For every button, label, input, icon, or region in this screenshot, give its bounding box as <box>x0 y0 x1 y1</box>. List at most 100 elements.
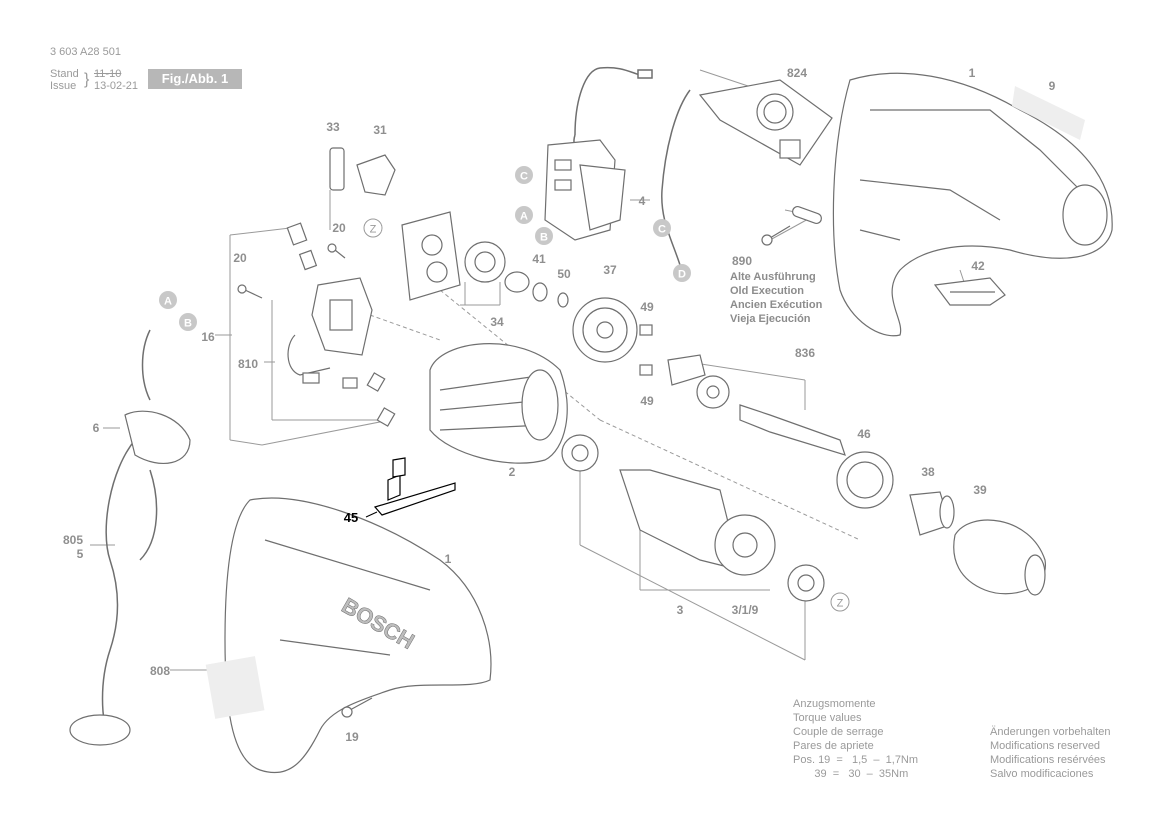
old-execution-line: Old Execution <box>730 285 804 297</box>
svg-text:Z: Z <box>370 224 377 236</box>
marker-c-switch-top: C <box>515 166 533 184</box>
torque-values-block: Anzugsmomente Torque values Couple de se… <box>793 697 918 781</box>
callout-42: 42 <box>971 259 985 273</box>
marker-z-top: Z <box>363 218 383 238</box>
callout-9: 9 <box>1049 79 1056 93</box>
callout-4: 4 <box>639 194 646 208</box>
callout-19: 19 <box>345 730 359 744</box>
switch-part-4 <box>544 139 626 241</box>
callout-890: 890 <box>732 254 752 268</box>
callout-2: 2 <box>509 465 516 479</box>
clamp-part-42 <box>933 277 1006 306</box>
svg-text:B: B <box>184 318 192 330</box>
armature-part-3 <box>561 434 825 602</box>
callout-810: 810 <box>238 357 258 371</box>
callout-5: 5 <box>77 547 84 561</box>
speed-control-824 <box>698 79 833 166</box>
callout-808: 808 <box>150 664 170 678</box>
marker-z-bottom: Z <box>830 592 850 612</box>
cord-sleeve-6 <box>69 410 191 746</box>
figure-badge: Fig./Abb. 1 <box>148 69 242 89</box>
new-date: 13-02-21 <box>94 80 139 92</box>
callout-6: 6 <box>93 421 100 435</box>
callout-805: 805 <box>63 533 83 547</box>
torque-heading-line: Torque values <box>793 712 862 724</box>
marker-c-wire: C <box>653 219 671 237</box>
callout-49-a: 49 <box>640 300 654 314</box>
torque-heading-line: Couple de serrage <box>793 726 884 738</box>
svg-text:A: A <box>520 211 528 223</box>
marker-b-left: B <box>179 313 197 331</box>
chuck-part-39 <box>953 519 1046 596</box>
old-date: 11-10 <box>94 68 122 80</box>
power-cord-5 <box>101 329 158 741</box>
torque-heading-line: Anzugsmomente <box>793 698 876 710</box>
old-execution-line: Ancien Exécution <box>730 299 823 311</box>
screw-890 <box>761 205 822 246</box>
marker-d-wire: D <box>673 264 691 282</box>
stand-label: Stand <box>50 68 79 80</box>
bracket-glyph: } <box>84 71 90 88</box>
housing-half-1-bottom: BOSCH <box>205 497 492 774</box>
modifications-line: Modifications resérvées <box>990 754 1106 766</box>
torque-heading-line: Pares de apriete <box>793 740 874 752</box>
callout-16: 16 <box>201 330 215 344</box>
brush-holder-16 <box>237 222 396 427</box>
svg-text:C: C <box>658 224 666 236</box>
modifications-line: Änderungen vorbehalten <box>990 726 1111 738</box>
callout-1-bottom: 1 <box>445 552 452 566</box>
document-number: 3 603 A28 501 <box>50 46 121 58</box>
callout-45: 45 <box>344 510 358 525</box>
modifications-line: Salvo modificaciones <box>990 768 1094 780</box>
callout-20-a: 20 <box>332 221 346 235</box>
callout-41: 41 <box>532 252 546 266</box>
callout-20-b: 20 <box>233 251 247 265</box>
torque-row-pos-39: 39 = 30 – 35Nm <box>793 768 909 780</box>
insulation-part-45 <box>373 457 456 516</box>
gear-housing-46 <box>836 451 894 509</box>
screw-part-19 <box>341 697 373 718</box>
callout-49-b: 49 <box>640 394 654 408</box>
issue-label: Issue <box>50 80 77 92</box>
callout-38: 38 <box>921 465 935 479</box>
marker-a-left: A <box>159 291 177 309</box>
torque-row-pos-19: Pos. 19 = 1,5 – 1,7Nm <box>793 754 919 766</box>
svg-text:A: A <box>164 296 172 308</box>
callout-39: 39 <box>973 483 987 497</box>
circle-markers: A B C A B C D Z Z <box>159 166 850 612</box>
marker-b-switch: B <box>535 227 553 245</box>
gear-part-37 <box>572 297 653 376</box>
old-execution-line: Alte Ausführung <box>730 271 816 283</box>
callout-836: 836 <box>795 346 815 360</box>
modifications-line: Modifications reserved <box>990 740 1101 752</box>
callout-46: 46 <box>857 427 871 441</box>
housing-half-1-top <box>832 72 1113 337</box>
callout-1-top: 1 <box>969 66 976 80</box>
callout-824: 824 <box>787 66 807 80</box>
svg-text:Z: Z <box>837 598 844 610</box>
old-execution-line: Vieja Ejecución <box>730 313 811 325</box>
callout-33: 33 <box>326 120 340 134</box>
marker-a-switch: A <box>515 206 533 224</box>
callout-34: 34 <box>490 315 504 329</box>
svg-text:D: D <box>678 269 686 281</box>
stator-part-2 <box>429 343 568 464</box>
old-execution-note: Alte Ausführung Old Execution Ancien Exé… <box>730 270 822 326</box>
part-33 <box>329 147 345 191</box>
spindle-part-38 <box>909 491 955 536</box>
plate-34 <box>401 211 569 308</box>
callout-50: 50 <box>557 267 571 281</box>
callout-31: 31 <box>373 123 387 137</box>
svg-text:C: C <box>520 171 528 183</box>
callout-3-1-9: 3/1/9 <box>732 603 759 617</box>
callout-37: 37 <box>603 263 617 277</box>
shaft-part-836 <box>667 354 846 456</box>
part-31 <box>356 154 396 196</box>
callout-3: 3 <box>677 603 684 617</box>
svg-text:B: B <box>540 232 548 244</box>
modifications-note: Änderungen vorbehalten Modifications res… <box>990 725 1110 781</box>
leader-45 <box>365 511 378 518</box>
callout-labels: 824 1 9 33 31 4 20 20 41 50 37 890 42 49… <box>63 66 1056 744</box>
